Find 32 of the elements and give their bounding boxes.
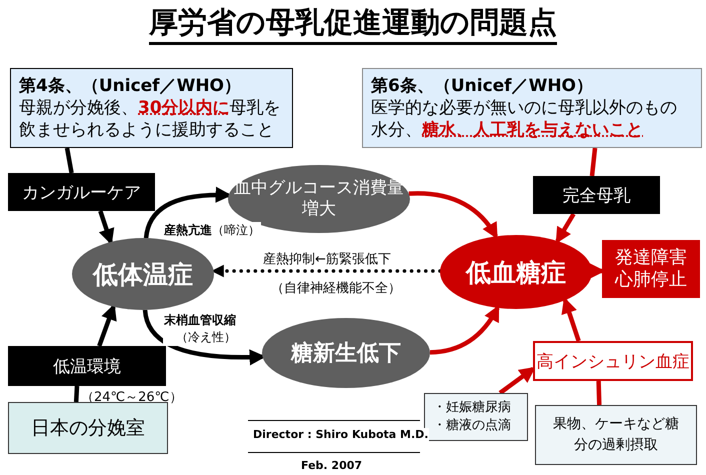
edge-label: 産熱抑制←筋緊張低下 [262, 250, 392, 268]
note-box [10, 68, 293, 148]
cause-box: 果物、ケーキなど糖分の過剰摂取 [535, 405, 697, 465]
ellipse-node: 糖新生低下 [262, 318, 430, 388]
connector-line [596, 380, 602, 406]
edge-label: 産熱亢進（啼泣） [163, 222, 261, 239]
connector-line [74, 386, 80, 402]
ellipse-node: 低血糖症 [440, 235, 592, 309]
credit-text: Director : Shiro Kubota M.D. [252, 428, 430, 441]
box-text: ・糖液の点滴 [433, 417, 511, 435]
box-heading: 第6条、（Unicef／WHO） [371, 74, 593, 97]
connector-line [590, 148, 598, 176]
date-text: Feb. 2007 [300, 459, 364, 472]
ellipse-node: 低体温症 [72, 238, 214, 310]
arrow [555, 212, 576, 244]
label-box: 低温環境 [8, 346, 166, 386]
label-box: 完全母乳 [533, 176, 660, 214]
box-heading: 第4条、（Unicef／WHO） [19, 74, 241, 97]
connector-line [64, 148, 74, 174]
arrow [430, 305, 500, 355]
note-box [362, 68, 702, 148]
edge-label: 末梢血管収縮（冷え性） [163, 312, 237, 346]
outcome-box: 発達障害心肺停止 [602, 240, 700, 298]
box-text: ・妊娠糖尿病 [433, 399, 511, 417]
arrow [97, 304, 117, 347]
title: 厚労省の母乳促進運動の問題点 [149, 4, 557, 45]
label-box: カンガルーケア [8, 173, 155, 211]
place-box: 日本の分娩室 [8, 402, 168, 454]
arrow [408, 191, 498, 240]
arrow [144, 186, 232, 238]
condition-box: 高インシュリン血症 [533, 341, 693, 381]
arrow [562, 297, 581, 342]
